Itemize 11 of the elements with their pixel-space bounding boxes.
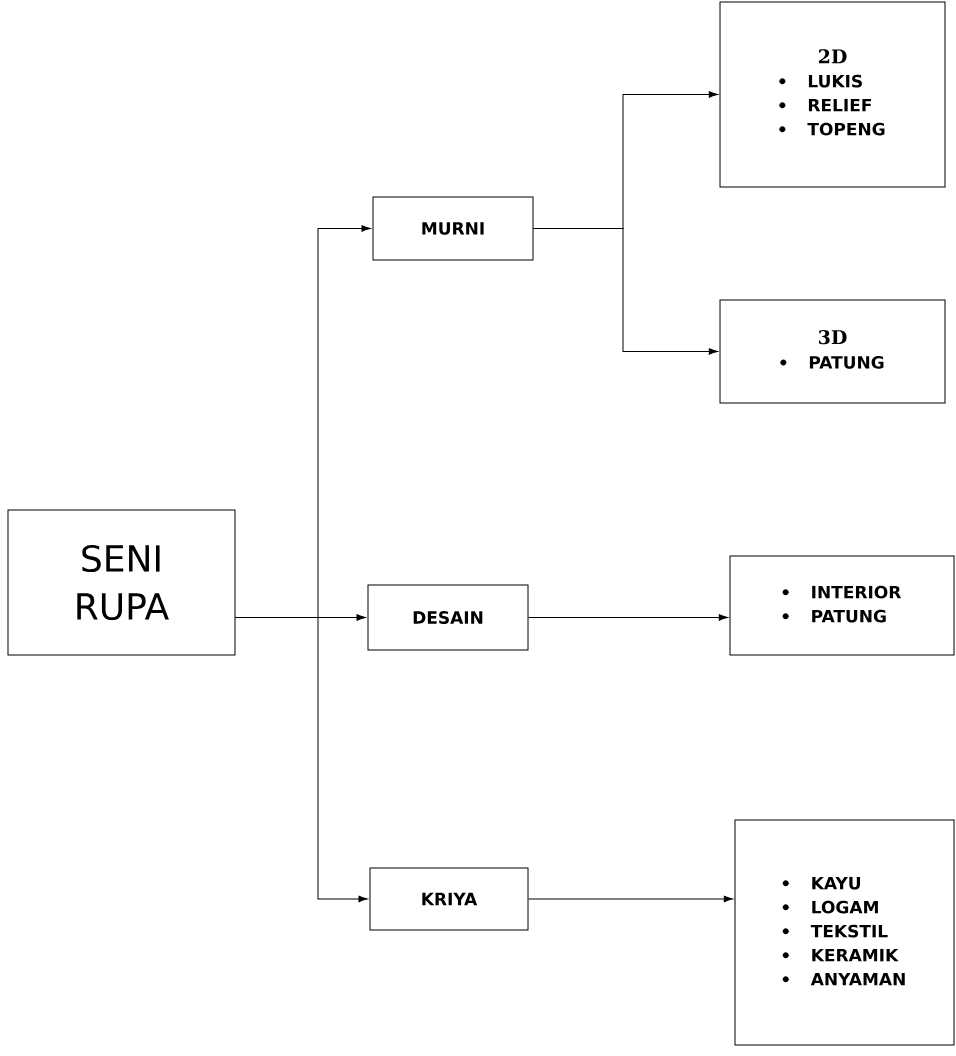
root-box: SENI RUPA (7, 509, 236, 656)
list-box: 2D LUKIS RELIEF TOPENG (719, 1, 946, 188)
list-box: INTERIOR PATUNG (729, 555, 955, 656)
category-box: KRIYA (369, 867, 529, 931)
list-box: KAYU LOGAM TEKSTIL KERAMIK ANYAMAN (734, 819, 955, 1046)
list-box: 3D PATUNG (719, 299, 946, 404)
arrow (528, 895, 733, 903)
category-box: MURNI (372, 196, 534, 261)
arrow (235, 617, 368, 903)
category-box: DESAIN (367, 584, 529, 651)
arrow (528, 614, 728, 621)
